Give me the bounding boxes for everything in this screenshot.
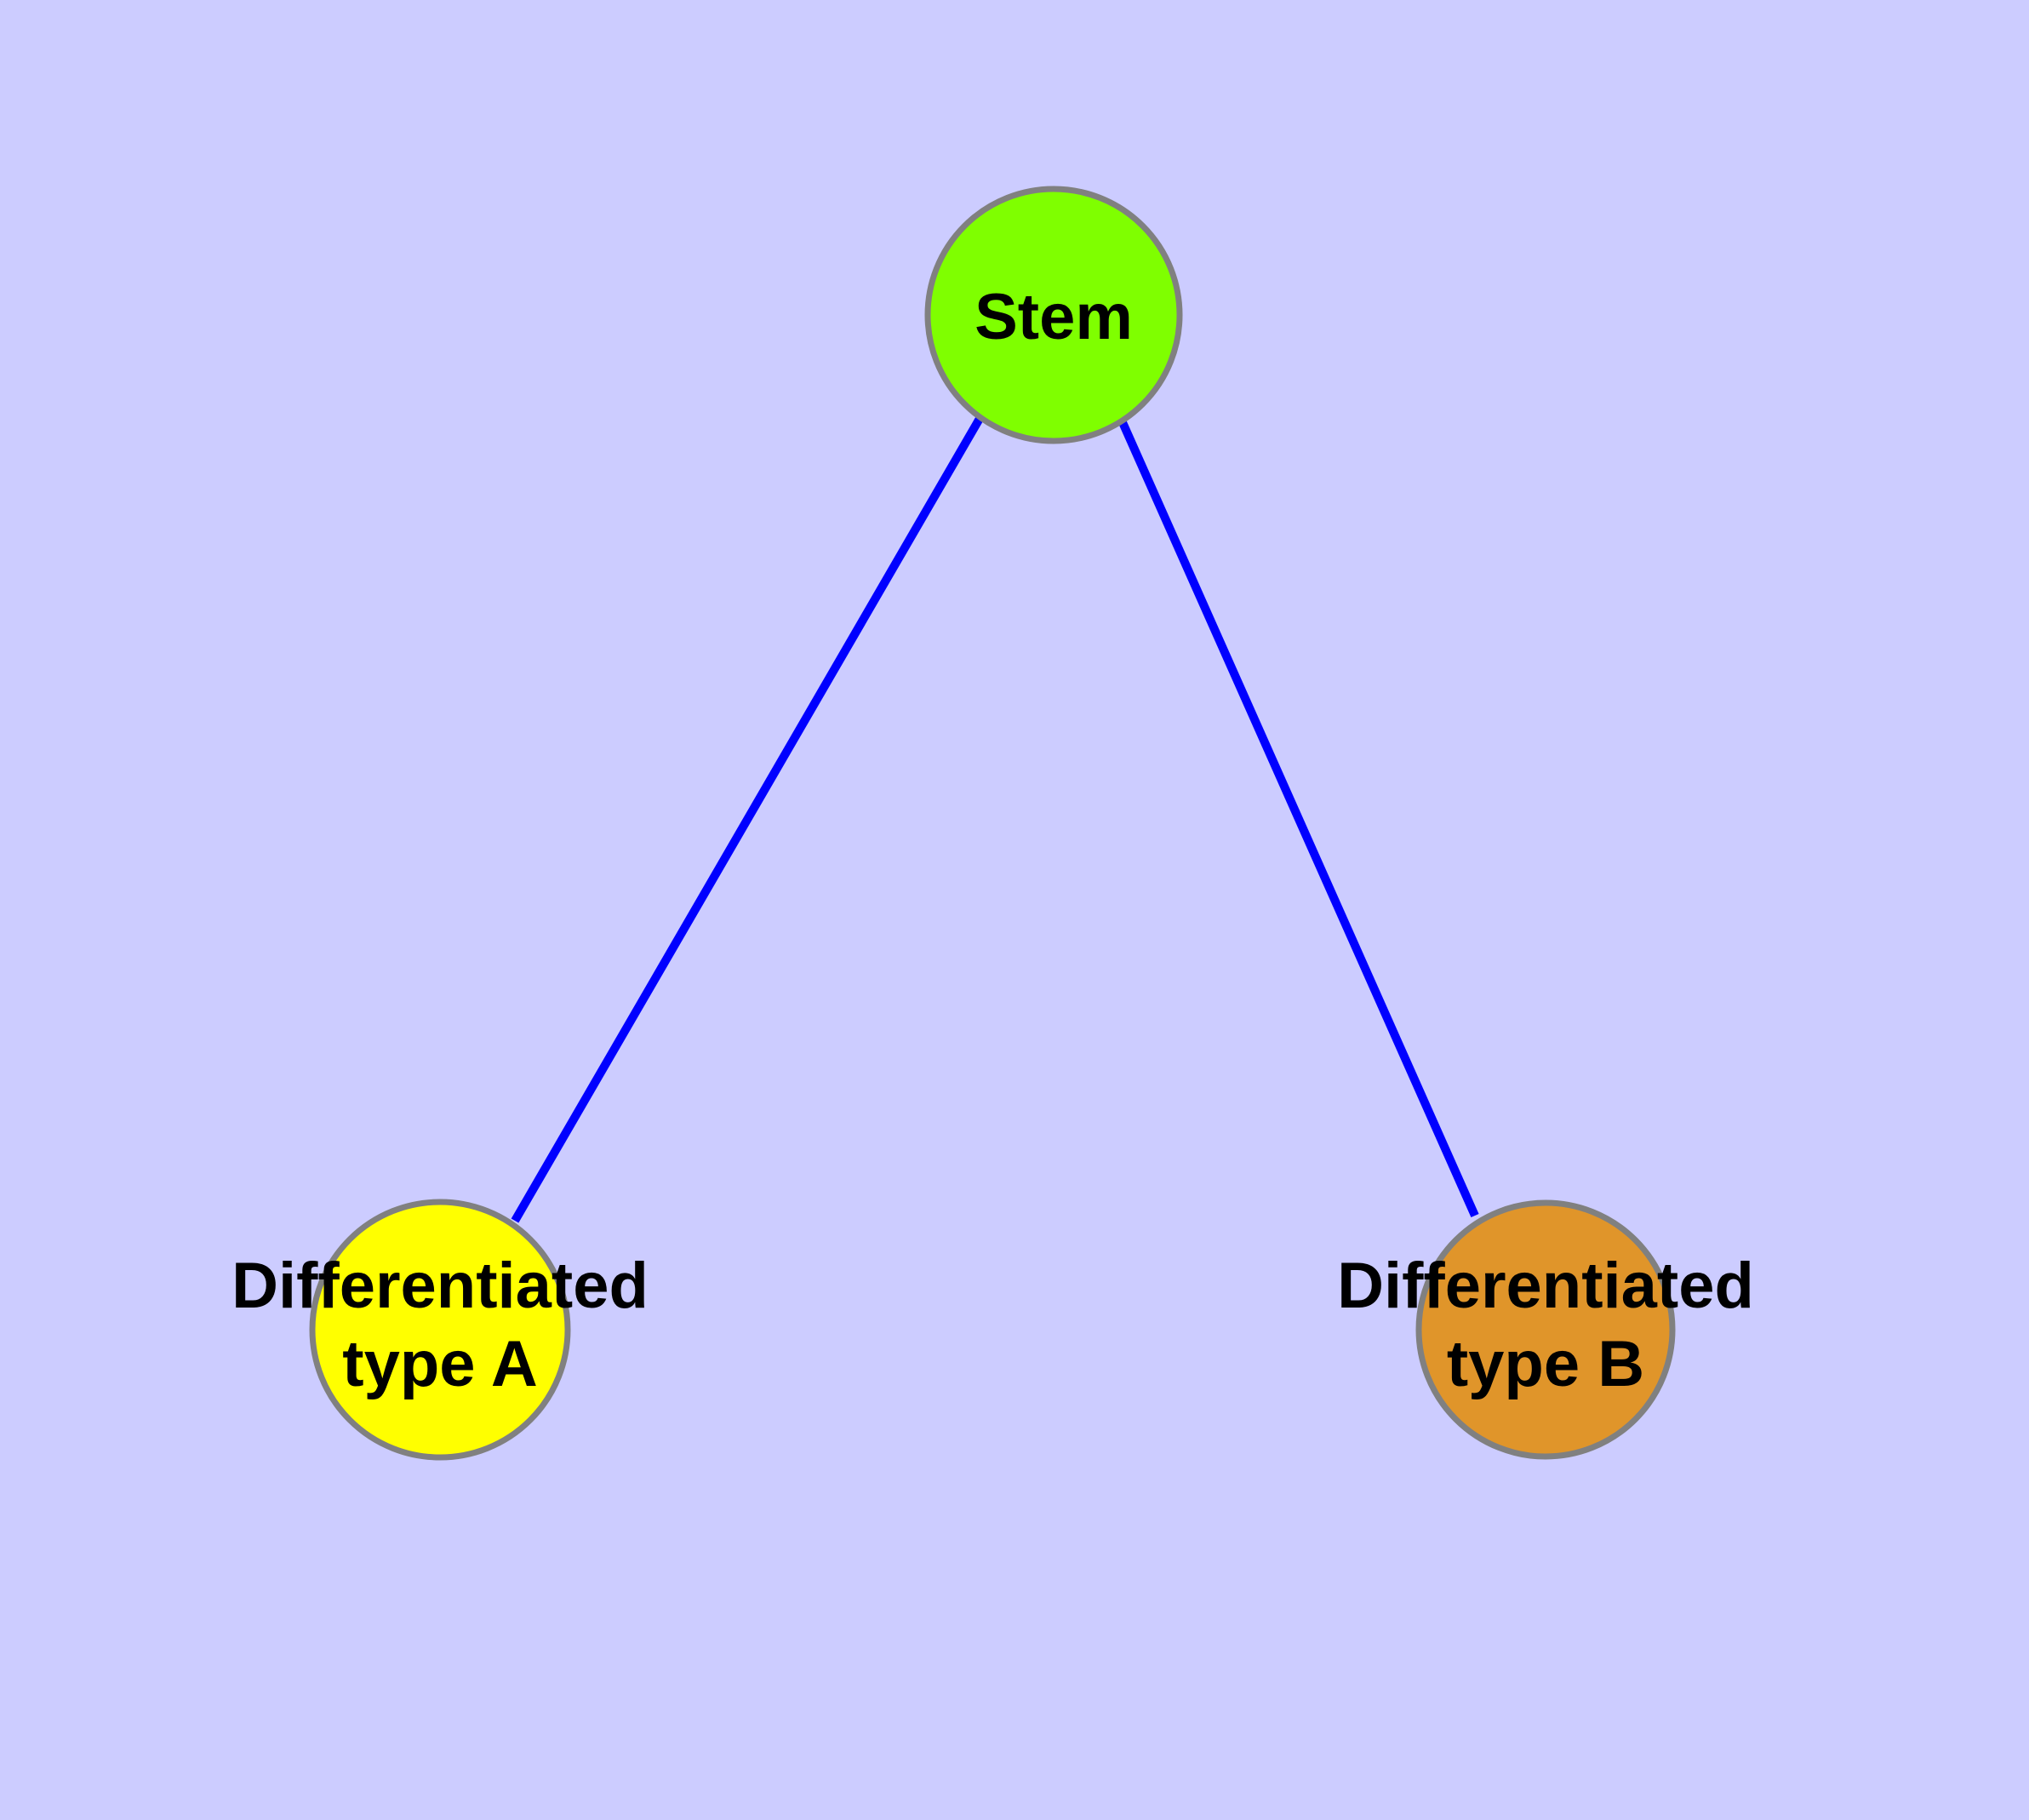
node-label-stem: Stem — [974, 281, 1133, 353]
node-label-line: Stem — [974, 281, 1133, 353]
graph-edge-stem-to-diff-b[interactable] — [1117, 418, 1479, 1218]
edges-layer — [511, 415, 1479, 1223]
node-circle-diff-a[interactable] — [309, 1199, 571, 1461]
graph-edge-stem-to-diff-a[interactable] — [511, 415, 985, 1223]
node-label-line: Differentiated — [231, 1250, 649, 1322]
graph-node-stem[interactable]: Stem — [924, 186, 1183, 444]
node-circle-stem[interactable] — [924, 186, 1183, 444]
node-circle-diff-b[interactable] — [1415, 1199, 1676, 1460]
node-label-line: Differentiated — [1337, 1250, 1754, 1322]
node-label-line: type B — [1447, 1328, 1644, 1400]
node-label-line: type A — [342, 1328, 537, 1400]
